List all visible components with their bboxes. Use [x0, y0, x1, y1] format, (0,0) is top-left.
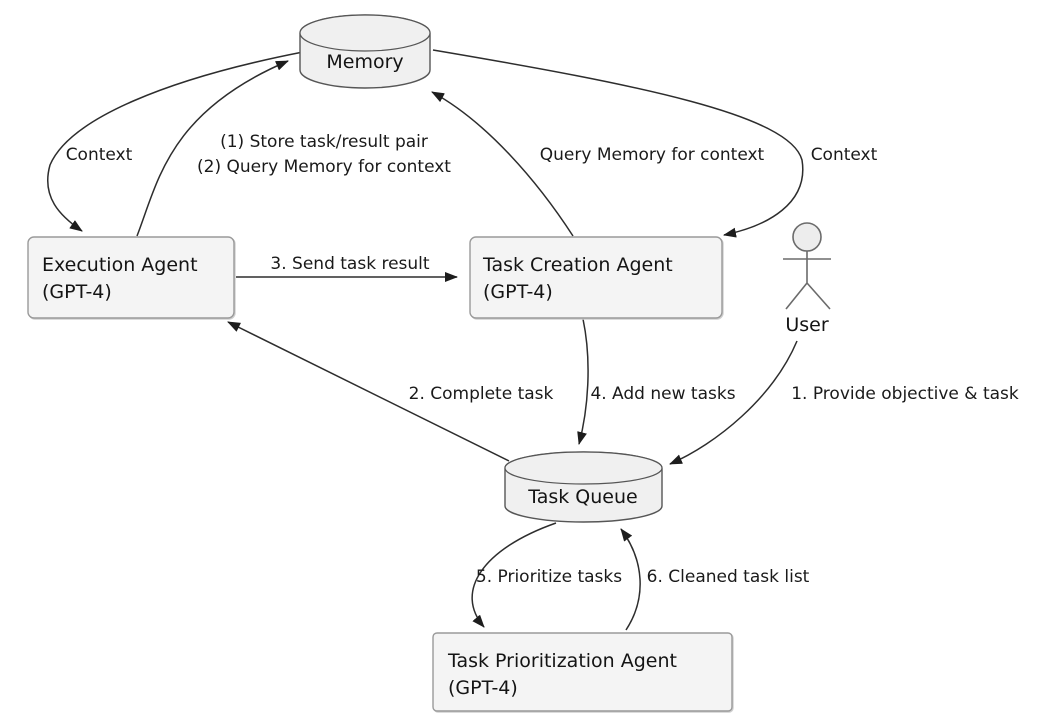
edge-label-add-new-tasks: 4. Add new tasks: [590, 384, 735, 404]
task-prioritization-agent-node: Task Prioritization Agent (GPT-4): [432, 632, 733, 712]
task-queue-cylinder-top-rim: [504, 451, 663, 485]
task-creation-agent-sublabel: (GPT-4): [483, 281, 553, 303]
task-prioritization-agent-sublabel: (GPT-4): [448, 677, 518, 699]
edge-taskcreation-to-memory-query: [431, 91, 574, 237]
edge-prioritize-tasks: [471, 522, 557, 628]
user-label: User: [785, 314, 828, 336]
edge-label-query-memory-for-context-2: (2) Query Memory for context: [197, 157, 451, 177]
edge-memory-to-taskcreation-context: [432, 49, 804, 238]
execution-agent-node: Execution Agent (GPT-4): [27, 236, 235, 319]
edge-provide-objective: [669, 340, 798, 465]
edge-labels: Context (1) Store task/result pair (2) Q…: [66, 132, 1019, 587]
task-queue-node: Task Queue: [504, 451, 663, 523]
memory-node: Memory: [299, 14, 431, 89]
memory-cylinder-top-rim: [299, 14, 431, 52]
task-creation-agent-node: Task Creation Agent (GPT-4): [469, 236, 723, 319]
edge-execution-to-memory-store-query: [136, 60, 289, 237]
edge-add-new-tasks: [577, 318, 589, 445]
execution-agent-box: [27, 236, 235, 319]
task-creation-agent-box: [469, 236, 723, 319]
edge-label-query-memory: Query Memory for context: [540, 145, 765, 165]
edge-label-cleaned-task-list: 6. Cleaned task list: [647, 567, 810, 587]
edge-memory-to-execution-context: [47, 51, 304, 232]
edge-cleaned-task-list: [620, 528, 641, 631]
user-actor-head-icon: [792, 222, 822, 252]
edge-label-prioritize-tasks: 5. Prioritize tasks: [476, 567, 622, 587]
edge-label-provide-objective: 1. Provide objective & task: [791, 384, 1019, 404]
task-prioritization-agent-box: [432, 632, 733, 712]
edge-label-complete-task: 2. Complete task: [409, 384, 554, 404]
edge-label-context-left: Context: [66, 145, 133, 165]
edge-complete-task: [227, 321, 510, 462]
execution-agent-sublabel: (GPT-4): [42, 281, 112, 303]
task-queue-label: Task Queue: [527, 486, 637, 508]
edge-label-context-right: Context: [811, 145, 878, 165]
edge-label-store-task-result-pair: (1) Store task/result pair: [220, 132, 428, 152]
execution-agent-label: Execution Agent: [42, 254, 198, 276]
user-node: User: [783, 222, 831, 336]
task-prioritization-agent-label: Task Prioritization Agent: [447, 650, 677, 672]
edges: [47, 49, 804, 631]
edge-label-send-task-result: 3. Send task result: [270, 254, 429, 274]
user-actor-body-icon: [783, 251, 831, 310]
task-creation-agent-label: Task Creation Agent: [482, 254, 673, 276]
memory-label: Memory: [326, 51, 403, 73]
